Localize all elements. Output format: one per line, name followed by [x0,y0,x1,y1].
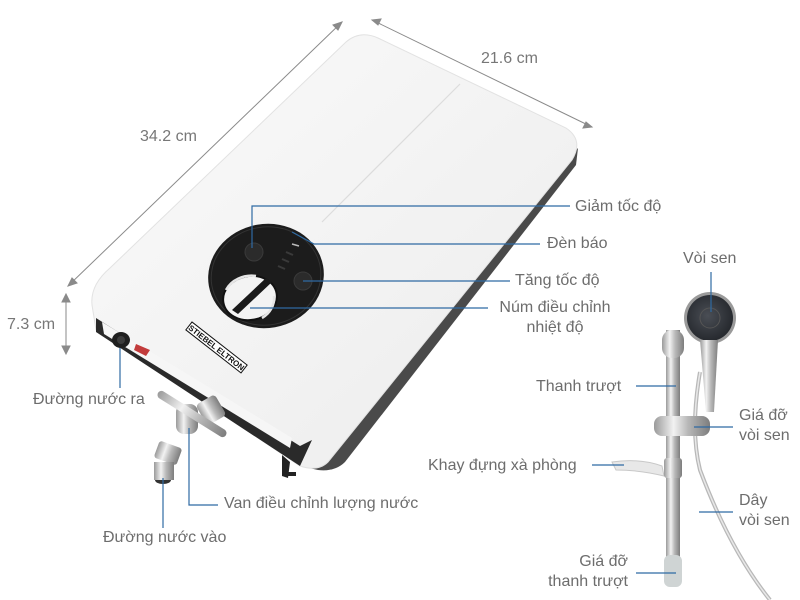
label-temperature-knob-line1: Núm điều chỉnh [499,299,611,316]
dimension-width-label: 21.6 cm [481,50,538,67]
label-water-outlet: Đường nước ra [33,391,145,408]
decrease-speed-button[interactable] [244,242,264,262]
label-temperature-knob: Núm điều chỉnh nhiệt độ [490,298,620,338]
label-water-inlet: Đường nước vào [103,529,227,546]
label-increase-speed: Tăng tốc độ [515,272,600,289]
control-panel [208,223,324,329]
water-heater: STIEBEL ELTRON [91,34,578,478]
label-shower-hose: Dây vòi sen [739,491,790,531]
label-bar-bracket-line2: thanh trượt [548,573,628,590]
label-shower-hose-line1: Dây [739,492,768,509]
dimension-depth-label: 7.3 cm [7,316,56,333]
label-bar-bracket: Giá đỡ thanh trượt [520,552,628,592]
flow-valve [154,390,227,484]
temperature-knob[interactable] [220,272,281,325]
label-slide-bar: Thanh trượt [536,378,622,395]
callout-lines [119,205,733,574]
label-indicator-light: Đèn báo [547,235,608,252]
label-shower-hose-line2: vòi sen [739,512,790,529]
label-decrease-speed: Giảm tốc độ [575,198,662,215]
indicator-lights [277,243,300,270]
label-bar-bracket-line1: Giá đỡ [579,553,628,570]
label-flow-valve: Van điều chỉnh lượng nước [224,495,419,512]
shower-set [611,292,772,600]
label-shower-head: Vòi sen [683,250,737,267]
label-shower-holder: Giá đỡ vòi sen [739,406,790,446]
label-temperature-knob-line2: nhiệt độ [526,319,584,336]
label-shower-holder-line1: Giá đỡ [739,407,788,424]
dimension-length-label: 34.2 cm [140,128,197,145]
dimension-lines [61,18,594,356]
label-soap-tray: Khay đựng xà phòng [428,457,577,474]
label-shower-holder-line2: vòi sen [739,427,790,444]
